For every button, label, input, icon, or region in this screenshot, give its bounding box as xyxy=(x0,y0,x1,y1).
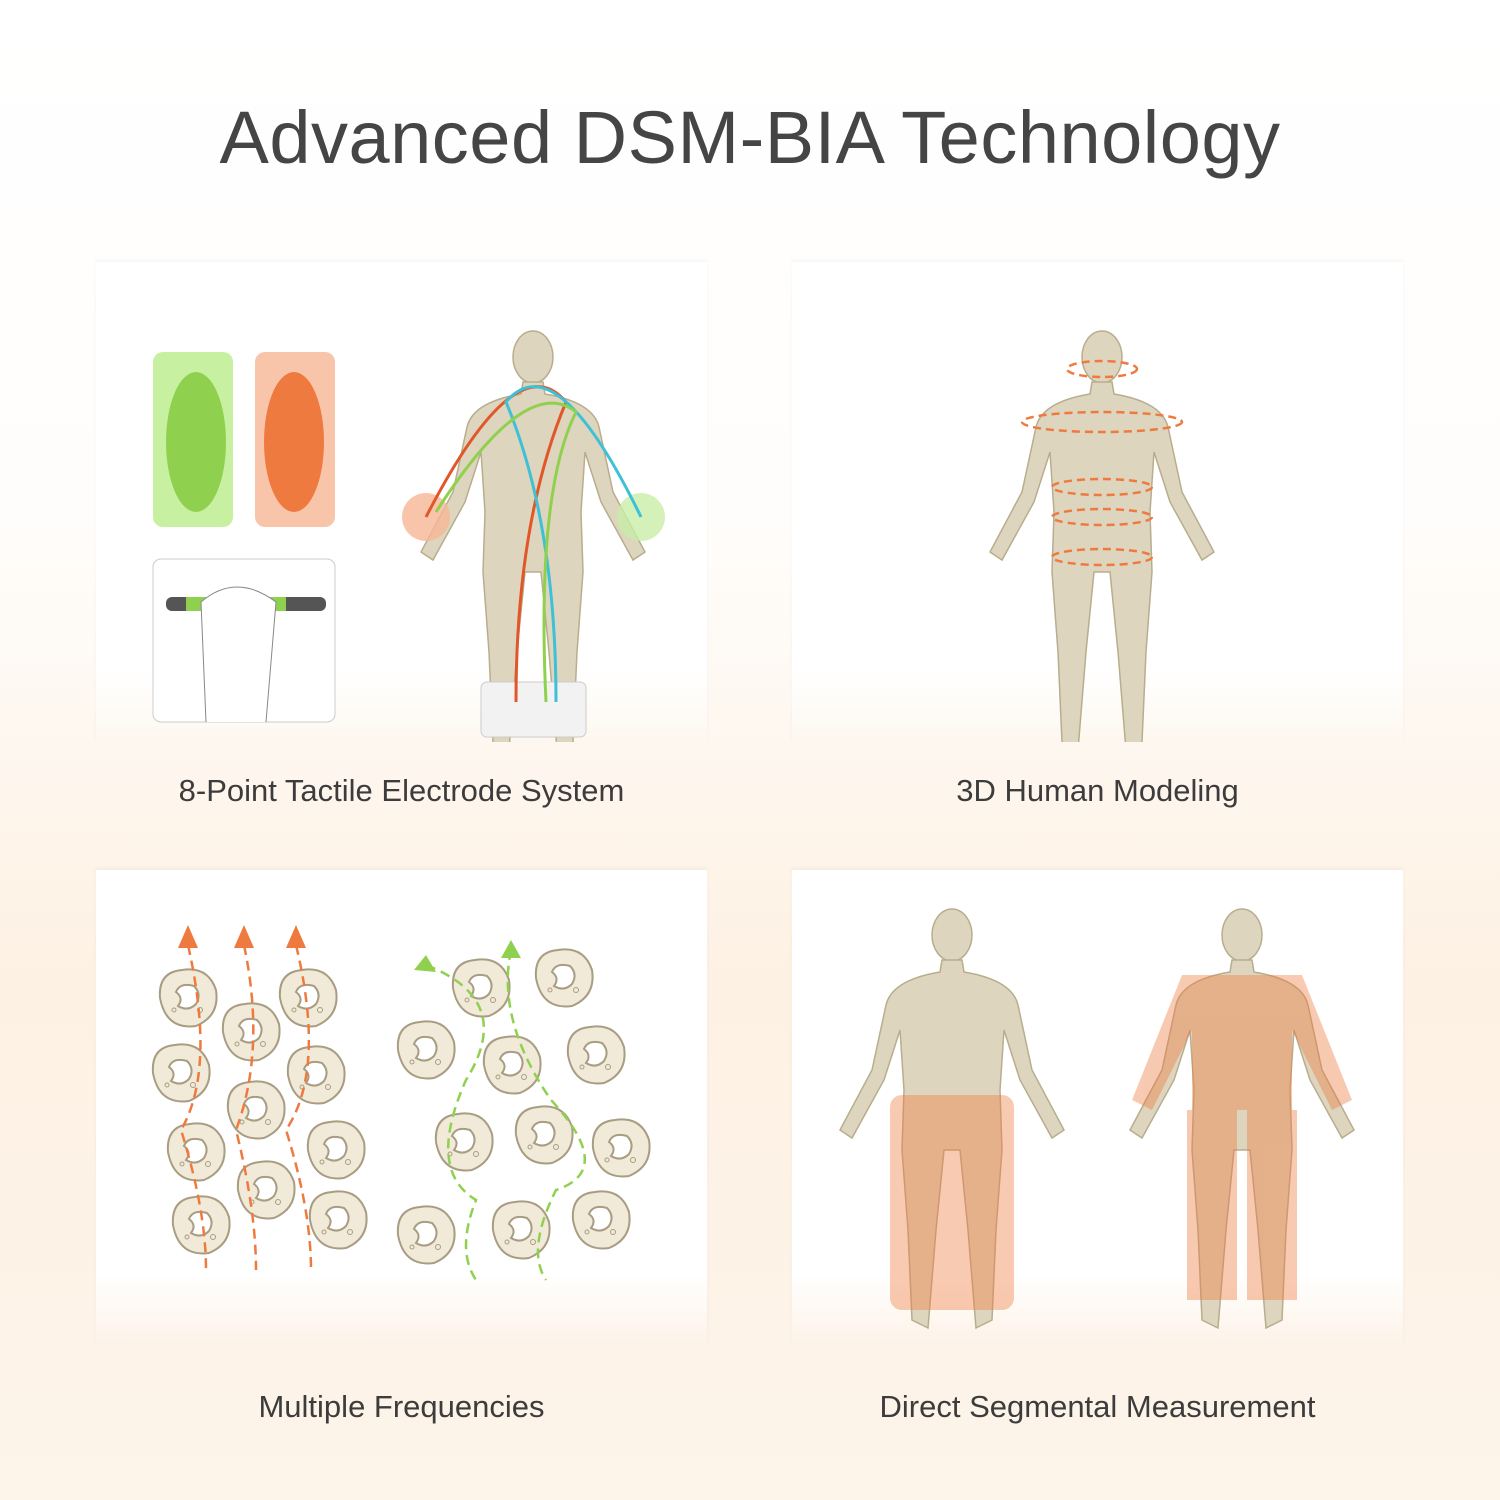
frequencies-panel xyxy=(96,870,707,1346)
panel-label-modeling: 3D Human Modeling xyxy=(956,773,1239,808)
modeling-panel xyxy=(792,262,1403,742)
electrode-body-icon xyxy=(152,330,665,742)
panel-label-electrode: 8-Point Tactile Electrode System xyxy=(178,773,625,808)
page-title: Advanced DSM-BIA Technology xyxy=(219,96,1281,179)
panel-label-frequencies: Multiple Frequencies xyxy=(258,1389,545,1424)
segmental-body-icon xyxy=(839,908,1355,1329)
body-model-icon xyxy=(989,330,1215,742)
cells-frequency-icon xyxy=(151,925,651,1281)
panel-label-segmental: Direct Segmental Measurement xyxy=(879,1389,1316,1424)
electrode-system-panel xyxy=(96,262,707,742)
segmental-panel xyxy=(792,870,1403,1346)
